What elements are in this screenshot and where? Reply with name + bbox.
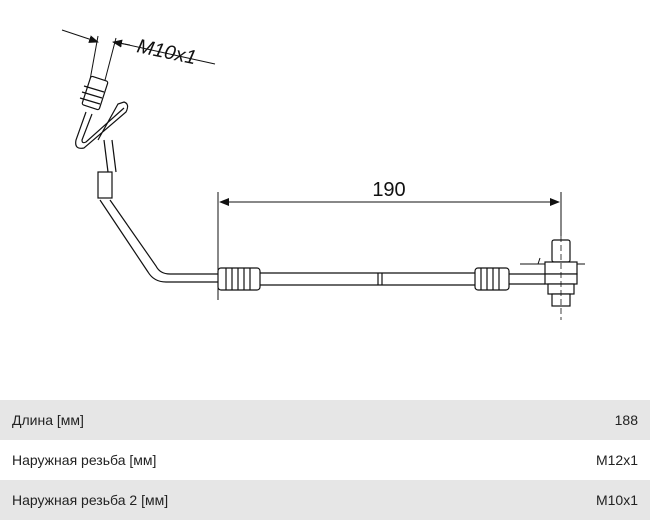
thread-label: M10x1 xyxy=(135,35,198,69)
right-crimp xyxy=(474,267,510,291)
spec-value: 188 xyxy=(475,400,650,440)
spec-label: Наружная резьба 2 [мм] xyxy=(0,480,476,520)
spec-value: M10x1 xyxy=(475,480,650,520)
spec-row-length: Длина [мм] 188 xyxy=(0,400,650,440)
thread-ext-line-2 xyxy=(103,37,117,85)
spec-label: Наружная резьба [мм] xyxy=(0,440,476,480)
thread-dimension xyxy=(61,29,216,85)
thread-ext-line-1 xyxy=(89,35,99,81)
left-crimp xyxy=(217,267,261,291)
spec-label: Длина [мм] xyxy=(0,400,476,440)
thread-leader-line xyxy=(114,41,216,65)
right-fitting xyxy=(509,236,585,320)
spec-table: Длина [мм] 188 Наружная резьба [мм] M12x… xyxy=(0,400,650,520)
brake-hose-drawing: M10x1 xyxy=(61,29,585,320)
length-label: 190 xyxy=(372,179,405,201)
metal-pipe xyxy=(75,101,218,283)
hose-body xyxy=(260,272,475,286)
spec-row-external-thread: Наружная резьба [мм] M12x1 xyxy=(0,440,650,480)
length-dimension xyxy=(217,192,562,300)
spec-value: M12x1 xyxy=(475,440,650,480)
thread-arrow-left xyxy=(61,29,99,43)
thread-arrow-right xyxy=(112,39,131,48)
left-fitting xyxy=(79,75,109,111)
spec-row-external-thread-2: Наружная резьба 2 [мм] M10x1 xyxy=(0,480,650,520)
